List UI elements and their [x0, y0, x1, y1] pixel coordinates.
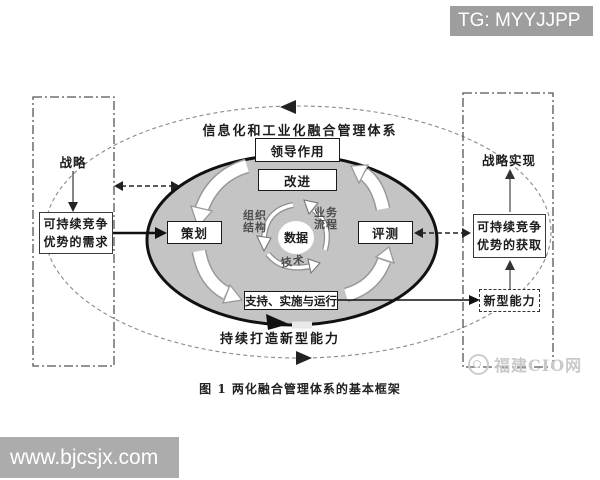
dashed-double-arrow-left	[114, 181, 180, 191]
business-process-label: 业务 流程	[314, 207, 338, 231]
outer-cycle-top-arrowhead-icon	[280, 100, 296, 114]
data-core-circle: 数据	[278, 221, 314, 254]
system-title: 信息化和工业化融合管理体系	[202, 124, 398, 139]
strategy-realization-label: 战略实现	[481, 153, 536, 168]
org-structure-line1: 组织	[243, 209, 267, 222]
need-line1: 可持续竞争	[43, 217, 109, 231]
cio-watermark-text: 福建CIO网	[494, 356, 583, 375]
figure-caption: 图 1 两化融合管理体系的基本框架	[199, 382, 401, 396]
pdca-arrow-top-right-icon	[350, 164, 391, 211]
bottom-banner: 持续打造新型能力	[219, 332, 340, 347]
leadership-box: 领导作用	[255, 138, 340, 162]
org-structure-line2: 结构	[243, 221, 267, 234]
strategy-label: 战略	[59, 155, 87, 170]
improvement-box: 改进	[258, 169, 337, 191]
site-badge: www.bjcsjx.com	[0, 437, 179, 478]
dashed-double-arrow-right	[414, 228, 471, 238]
need-line2: 优势的需求	[43, 235, 109, 249]
gain-box: 可持续竞争 优势的获取	[473, 214, 546, 258]
planning-box: 策划	[167, 221, 222, 244]
gain-line2: 优势的获取	[476, 238, 542, 252]
cio-watermark: 福建CIO网	[468, 352, 582, 376]
business-process-line1: 业务	[314, 206, 338, 219]
need-box: 可持续竞争 优势的需求	[39, 212, 113, 254]
inner-cycle-arrowhead-icon	[266, 314, 289, 330]
org-structure-label: 组织 结构	[243, 210, 267, 234]
tg-badge: TG: MYYJJPP	[450, 6, 593, 36]
cio-logo-icon	[468, 353, 489, 375]
business-process-line2: 流程	[314, 218, 338, 231]
arrow-strategy-to-need	[68, 171, 78, 212]
pdca-arrow-bottom-right-icon	[343, 245, 395, 303]
core-ring-arrows-icon	[256, 199, 330, 275]
outer-cycle-bottom-arrowhead-icon	[296, 351, 312, 365]
evaluation-box: 评测	[358, 221, 413, 244]
left-dashdot-frame	[32, 96, 115, 367]
arrow-newcapability-to-gain	[505, 260, 515, 289]
pdca-arrow-bottom-left-icon	[191, 249, 244, 304]
arrow-gain-to-realization	[505, 169, 515, 212]
new-capability-box: 新型能力	[479, 289, 540, 312]
arrow-need-to-planning	[112, 227, 167, 239]
gain-line1: 可持续竞争	[476, 220, 542, 234]
arrow-support-to-newcapability	[338, 295, 480, 305]
support-box: 支持、实施与运行	[244, 291, 338, 310]
